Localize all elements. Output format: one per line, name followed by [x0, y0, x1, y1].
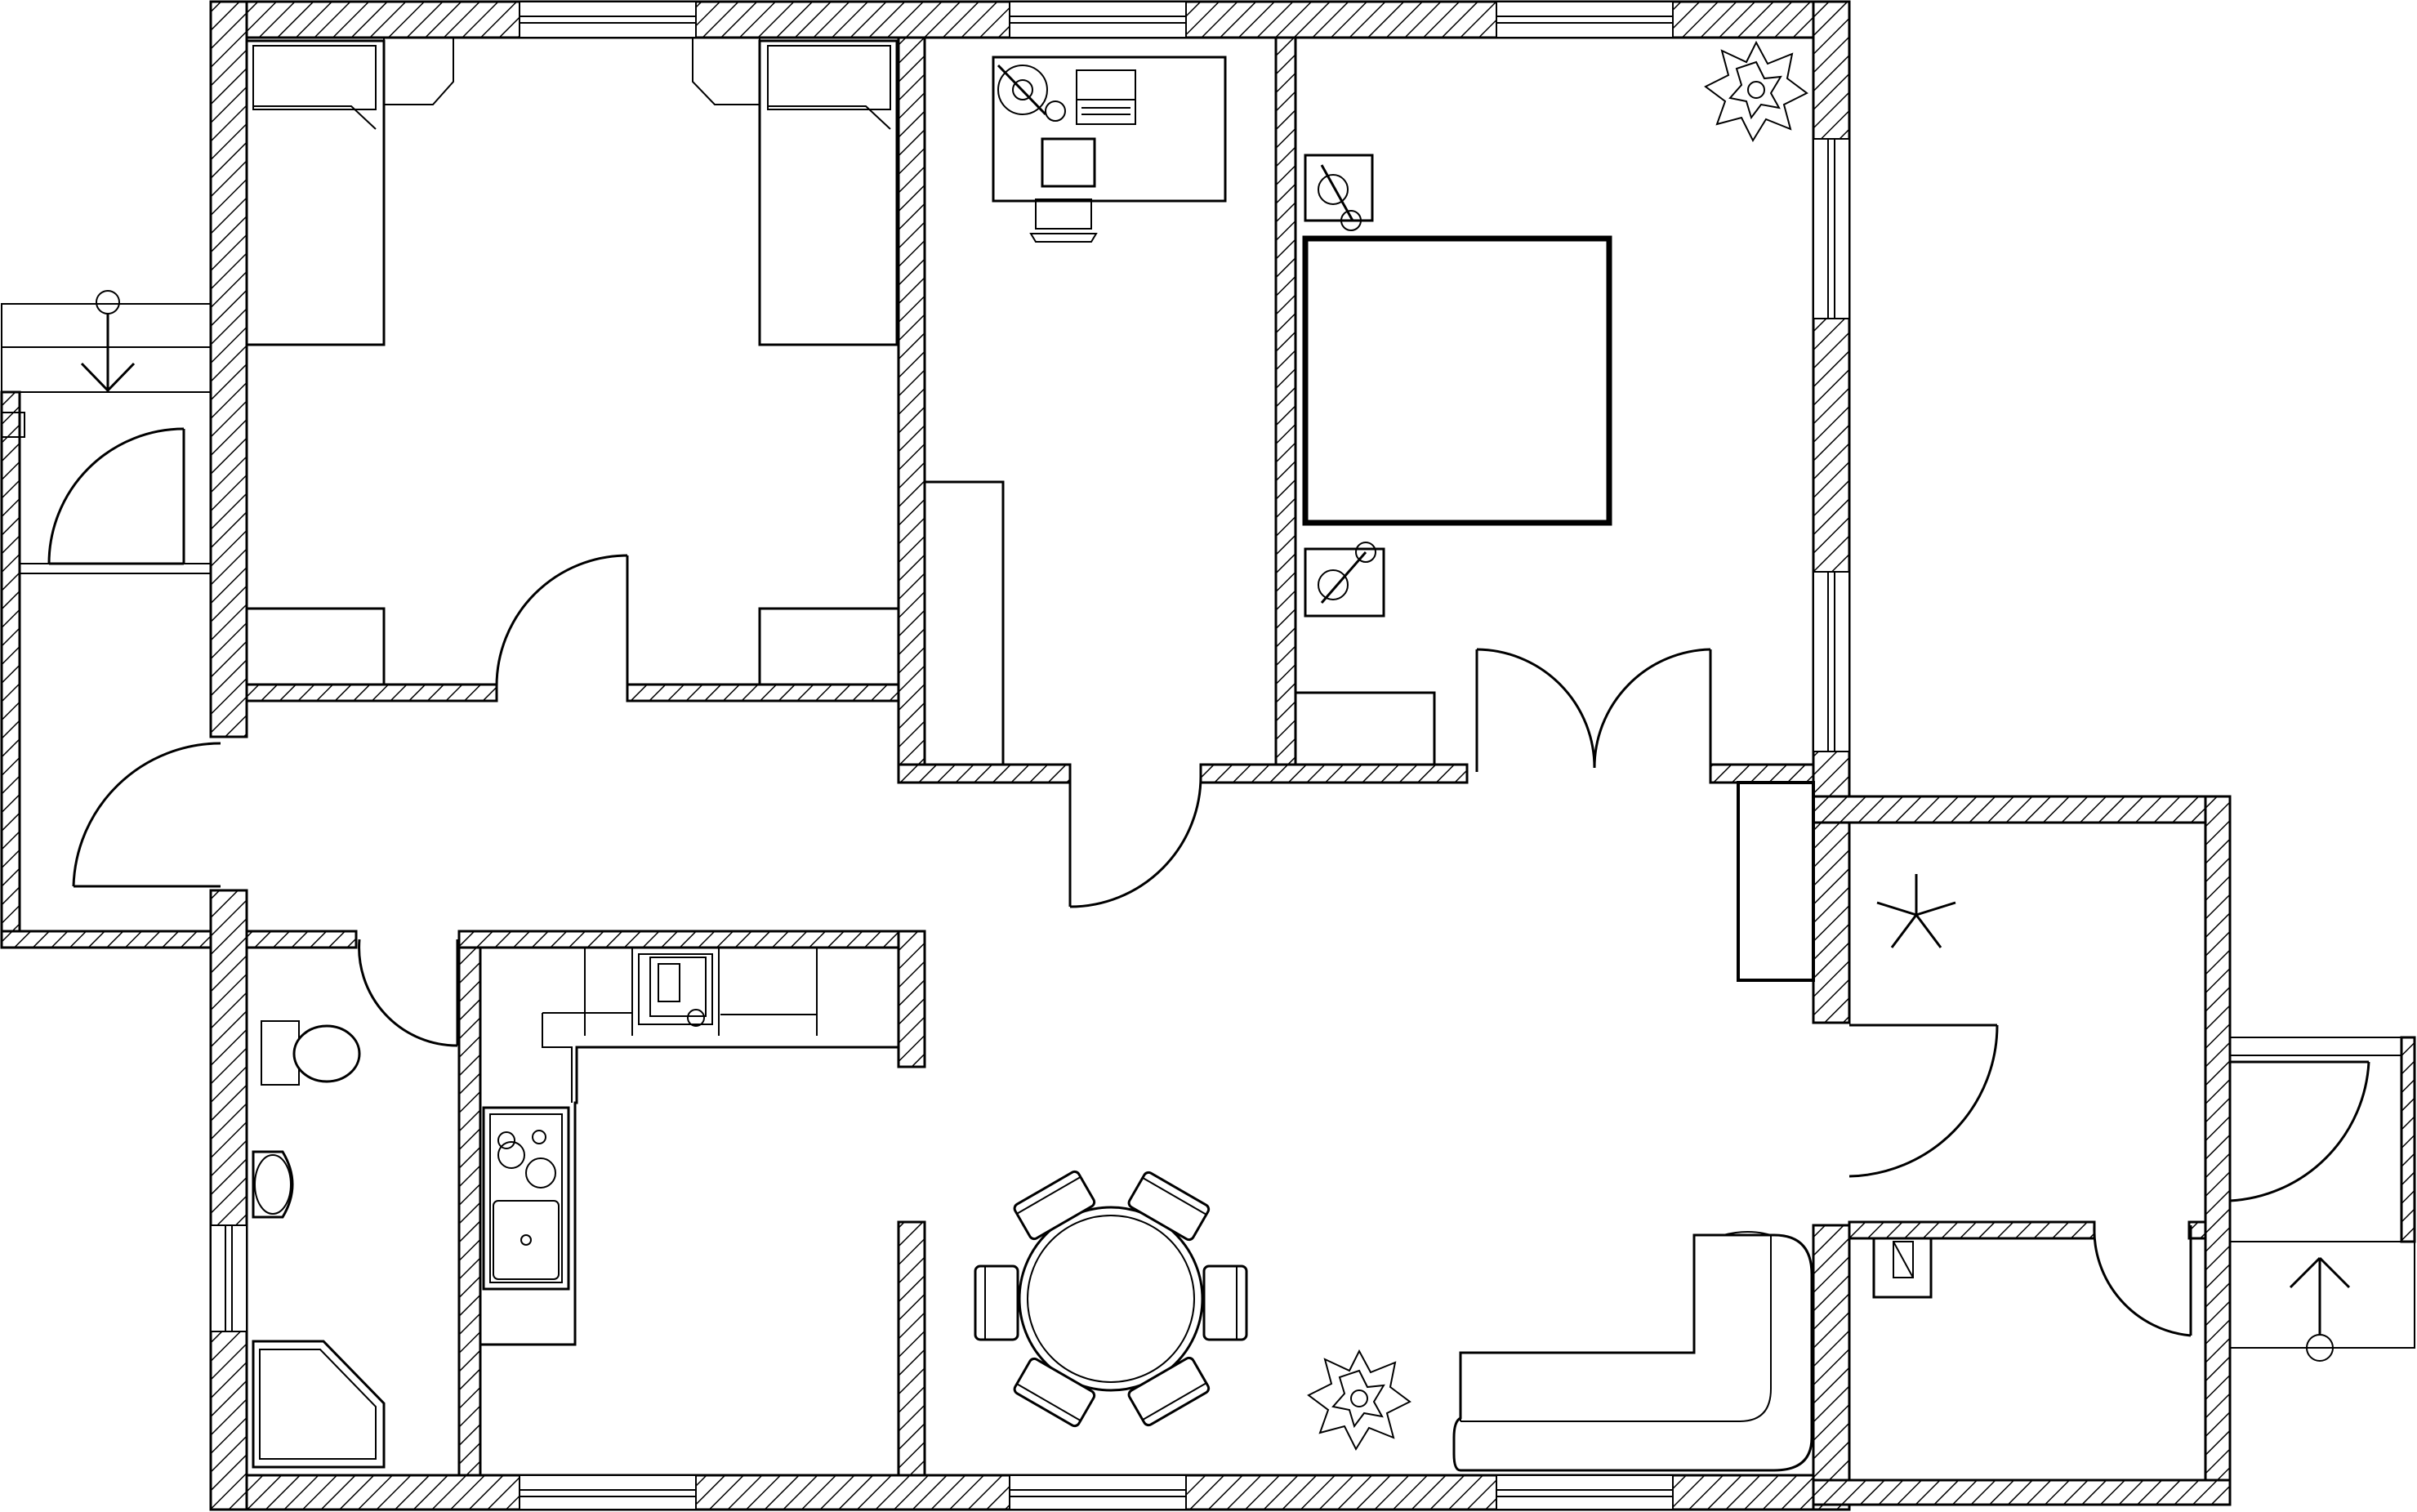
door-porch-west[interactable]	[47, 427, 185, 565]
door-hall-west[interactable]	[72, 742, 221, 888]
chair[interactable]	[1013, 1357, 1096, 1428]
interior-walls	[245, 36, 2232, 1506]
cabinet[interactable]	[1737, 781, 1815, 982]
doors	[72, 554, 2192, 1337]
notebook	[1041, 137, 1096, 188]
entry-arrow-icon	[80, 290, 136, 392]
door-utility-room[interactable]	[1848, 1024, 1999, 1178]
window	[1813, 138, 1850, 319]
wall	[626, 683, 900, 702]
fan-icon	[1876, 874, 1956, 948]
door-porch-east[interactable]	[2228, 1060, 2370, 1225]
wardrobe-door	[692, 38, 760, 105]
boiler[interactable]	[1872, 1237, 1933, 1299]
wall	[1812, 1479, 2232, 1506]
desk-chair[interactable]	[1029, 198, 1098, 243]
wardrobe[interactable]	[758, 607, 900, 686]
counter[interactable]	[479, 946, 900, 1346]
desk-lamp	[997, 64, 1066, 122]
west-porch	[0, 290, 212, 949]
wall	[2187, 1220, 2207, 1240]
master-bedroom	[1294, 40, 1808, 766]
door-study[interactable]	[1068, 774, 1202, 908]
plant-icon	[1704, 40, 1808, 143]
desk[interactable]	[992, 56, 1227, 203]
windows	[210, 1, 1850, 1510]
wall	[1199, 763, 1469, 784]
left-wall-lower	[209, 889, 248, 1511]
wall	[2204, 795, 2232, 1501]
sink[interactable]	[252, 1150, 294, 1219]
wardrobe[interactable]	[245, 607, 386, 686]
corner-shower[interactable]	[252, 1340, 386, 1469]
wall	[457, 930, 482, 1477]
window	[1496, 1474, 1674, 1510]
left-wall-upper	[209, 0, 248, 738]
window	[1009, 1, 1187, 38]
toilet[interactable]	[261, 1020, 361, 1086]
door-bathroom[interactable]	[358, 939, 459, 1047]
wall	[1848, 1220, 2096, 1240]
wall	[1709, 763, 1815, 784]
door-master-bedroom[interactable]	[1475, 648, 1712, 772]
chair[interactable]	[974, 1264, 1019, 1341]
door-utility-inner[interactable]	[2093, 1224, 2192, 1337]
laptop	[1076, 69, 1136, 125]
corner-sofa[interactable]	[1452, 1231, 1813, 1472]
single-bed[interactable]	[758, 39, 899, 346]
door-twin-bedroom[interactable]	[495, 554, 629, 693]
wall	[897, 763, 1072, 784]
dresser[interactable]	[1294, 691, 1436, 766]
window	[519, 1474, 697, 1510]
wall	[1274, 36, 1297, 766]
study	[923, 56, 1227, 766]
shelf[interactable]	[923, 480, 1005, 766]
cooktop[interactable]	[638, 953, 713, 1027]
chair[interactable]	[1013, 1170, 1096, 1241]
window	[1496, 1, 1674, 38]
window	[519, 1, 697, 38]
double-bed[interactable]	[1302, 235, 1612, 526]
nightstand[interactable]	[1304, 154, 1374, 231]
nightstand[interactable]	[1304, 542, 1385, 618]
wall	[245, 683, 498, 702]
double-sink[interactable]	[482, 1106, 570, 1291]
wardrobe-door	[383, 38, 454, 105]
window	[1009, 1474, 1187, 1510]
utility-room	[1872, 874, 1956, 1299]
wall	[245, 930, 358, 949]
bathroom	[252, 1020, 386, 1469]
round-table[interactable]	[1018, 1206, 1204, 1392]
living-dining	[974, 1170, 1813, 1472]
window	[210, 1224, 247, 1332]
chair[interactable]	[1202, 1264, 1248, 1341]
single-bed[interactable]	[245, 39, 386, 346]
bedroom-twin	[245, 38, 900, 686]
wall	[1812, 795, 2232, 824]
window	[1813, 571, 1850, 752]
entry-arrow-icon	[2289, 1256, 2351, 1362]
wall	[897, 1220, 926, 1477]
wall	[897, 36, 926, 783]
wall	[897, 930, 926, 1068]
wall	[457, 930, 926, 949]
east-porch	[2228, 1036, 2416, 1362]
chair[interactable]	[1127, 1356, 1211, 1427]
right-wall-lower	[1812, 1224, 1851, 1511]
plant-icon	[1307, 1349, 1411, 1452]
kitchen	[479, 946, 900, 1346]
chair[interactable]	[1127, 1171, 1211, 1242]
